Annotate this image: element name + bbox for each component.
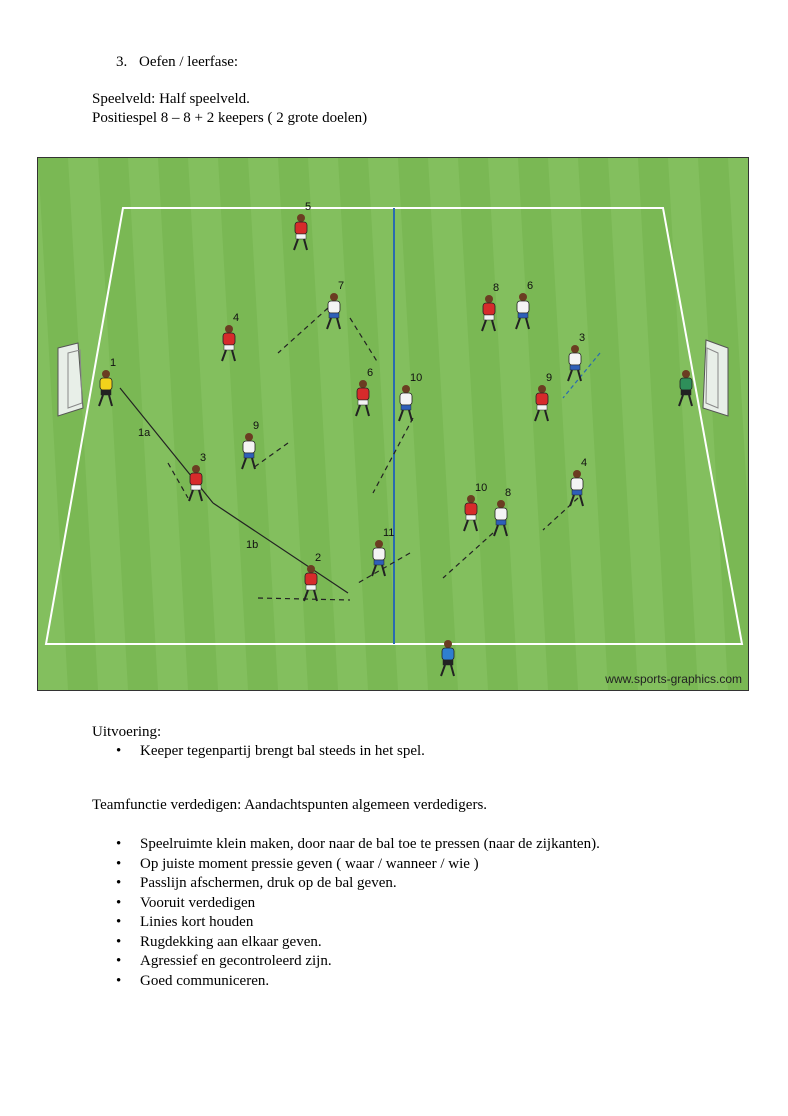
run-arrow — [442, 532, 494, 579]
player-white: 11 — [371, 527, 394, 577]
bullet-icon: • — [116, 894, 122, 911]
bullet-icon: • — [116, 953, 122, 969]
player-white: 4 — [569, 457, 587, 507]
left-goal-icon — [57, 342, 84, 417]
bullet-item: • Op juiste moment pressie geven ( waar /… — [116, 856, 479, 873]
bullet-text: Passlijn afschermen, druk op de bal geve… — [140, 875, 397, 891]
bullet-item: • Agressief en gecontroleerd zijn. — [116, 953, 332, 970]
player-white: 10 — [398, 372, 422, 422]
bullet-icon: • — [116, 972, 122, 989]
player-number: 1 — [110, 357, 116, 369]
exercise-diagram: 1a 1b 5 4 6 3 2 8 9 10 7 — [0, 157, 788, 691]
right-goal-icon — [702, 339, 729, 417]
player-referee — [440, 640, 455, 677]
player-number: 11 — [383, 527, 394, 539]
bullet-text: Agressief en gecontroleerd zijn. — [140, 953, 332, 969]
player-number: 9 — [253, 420, 259, 432]
bullet-icon: • — [116, 933, 122, 950]
game-setup: Positiespel 8 – 8 + 2 keepers ( 2 grote … — [92, 110, 368, 126]
execution-heading: Uitvoering: — [92, 724, 162, 740]
bullet-icon: • — [116, 743, 122, 759]
bullet-icon: • — [116, 914, 122, 930]
player-number: 7 — [338, 280, 344, 292]
bullet-text: Keeper tegenpartij brengt bal steeds in … — [140, 743, 425, 759]
bullet-item: • Keeper tegenpartij brengt bal steeds in… — [116, 743, 425, 760]
run-arrow — [252, 442, 289, 469]
player-red: 2 — [303, 552, 321, 602]
section-heading: 3. Oefen / leerfase: — [116, 54, 238, 71]
player-white: 7 — [326, 280, 344, 330]
team-function-heading: Teamfunctie verdedigen: Aandachtspunten … — [92, 797, 488, 813]
player-number: 2 — [315, 552, 321, 564]
player-red: 6 — [355, 367, 373, 417]
pitch: 1a 1b 5 4 6 3 2 8 9 10 7 — [0, 158, 788, 690]
pass-label-1a: 1a — [138, 427, 151, 439]
player-number: 4 — [233, 312, 239, 324]
player-number: 10 — [410, 372, 422, 384]
player-number: 6 — [527, 280, 533, 292]
bullet-icon: • — [116, 836, 122, 852]
player-keeper: 1 — [98, 357, 116, 407]
bullet-text: Op juiste moment pressie geven ( waar / … — [140, 855, 479, 872]
section-number: 3. — [116, 54, 128, 70]
run-arrow — [277, 307, 329, 354]
player-white: 9 — [241, 420, 259, 470]
bullet-item: • Linies kort houden — [116, 914, 253, 931]
player-number: 8 — [505, 487, 511, 499]
player-number: 10 — [475, 482, 487, 494]
player-white: 3 — [567, 332, 585, 382]
player-red: 8 — [481, 282, 499, 332]
player-red: 9 — [534, 372, 552, 422]
bullet-icon: • — [116, 855, 122, 872]
player-number: 8 — [493, 282, 499, 294]
field-setup: Speelveld: Half speelveld. — [92, 91, 250, 107]
player-number: 5 — [305, 201, 311, 213]
bullet-item: • Goed communiceren. — [116, 973, 269, 990]
watermark: www.sports-graphics.com — [604, 672, 742, 686]
player-number: 6 — [367, 367, 373, 379]
ball-arrow — [562, 352, 601, 399]
run-arrow — [167, 462, 189, 499]
bullet-text: Speelruimte klein maken, door naar de ba… — [140, 836, 600, 852]
run-arrow — [357, 552, 411, 584]
bullet-text: Linies kort houden — [140, 914, 254, 930]
bullet-text: Rugdekking aan elkaar geven. — [140, 933, 322, 950]
player-red: 5 — [293, 201, 311, 251]
section-title: Oefen / leerfase: — [139, 54, 239, 70]
bullet-text: Goed communiceren. — [140, 972, 270, 989]
player-number: 9 — [546, 372, 552, 384]
bullet-text: Vooruit verdedigen — [140, 894, 256, 911]
player-red: 4 — [221, 312, 239, 362]
pass-arrow-1b — [212, 502, 349, 594]
pitch-boundary — [44, 207, 744, 645]
bullet-item: • Passlijn afschermen, druk op de bal gev… — [116, 875, 397, 892]
pass-label-1b: 1b — [246, 539, 258, 551]
player-white: 8 — [493, 487, 511, 537]
player-white: 6 — [515, 280, 533, 330]
player-number: 3 — [579, 332, 585, 344]
player-keeper2 — [678, 370, 693, 407]
player-red: 3 — [188, 452, 206, 502]
bullet-item: • Speelruimte klein maken, door naar de b… — [116, 836, 600, 853]
bullet-item: • Vooruit verdedigen — [116, 895, 255, 912]
bullet-icon: • — [116, 875, 122, 891]
bullet-item: • Rugdekking aan elkaar geven. — [116, 934, 322, 951]
player-number: 3 — [200, 452, 206, 464]
run-arrow — [542, 497, 579, 531]
player-red: 10 — [463, 482, 487, 532]
player-number: 4 — [581, 457, 587, 469]
